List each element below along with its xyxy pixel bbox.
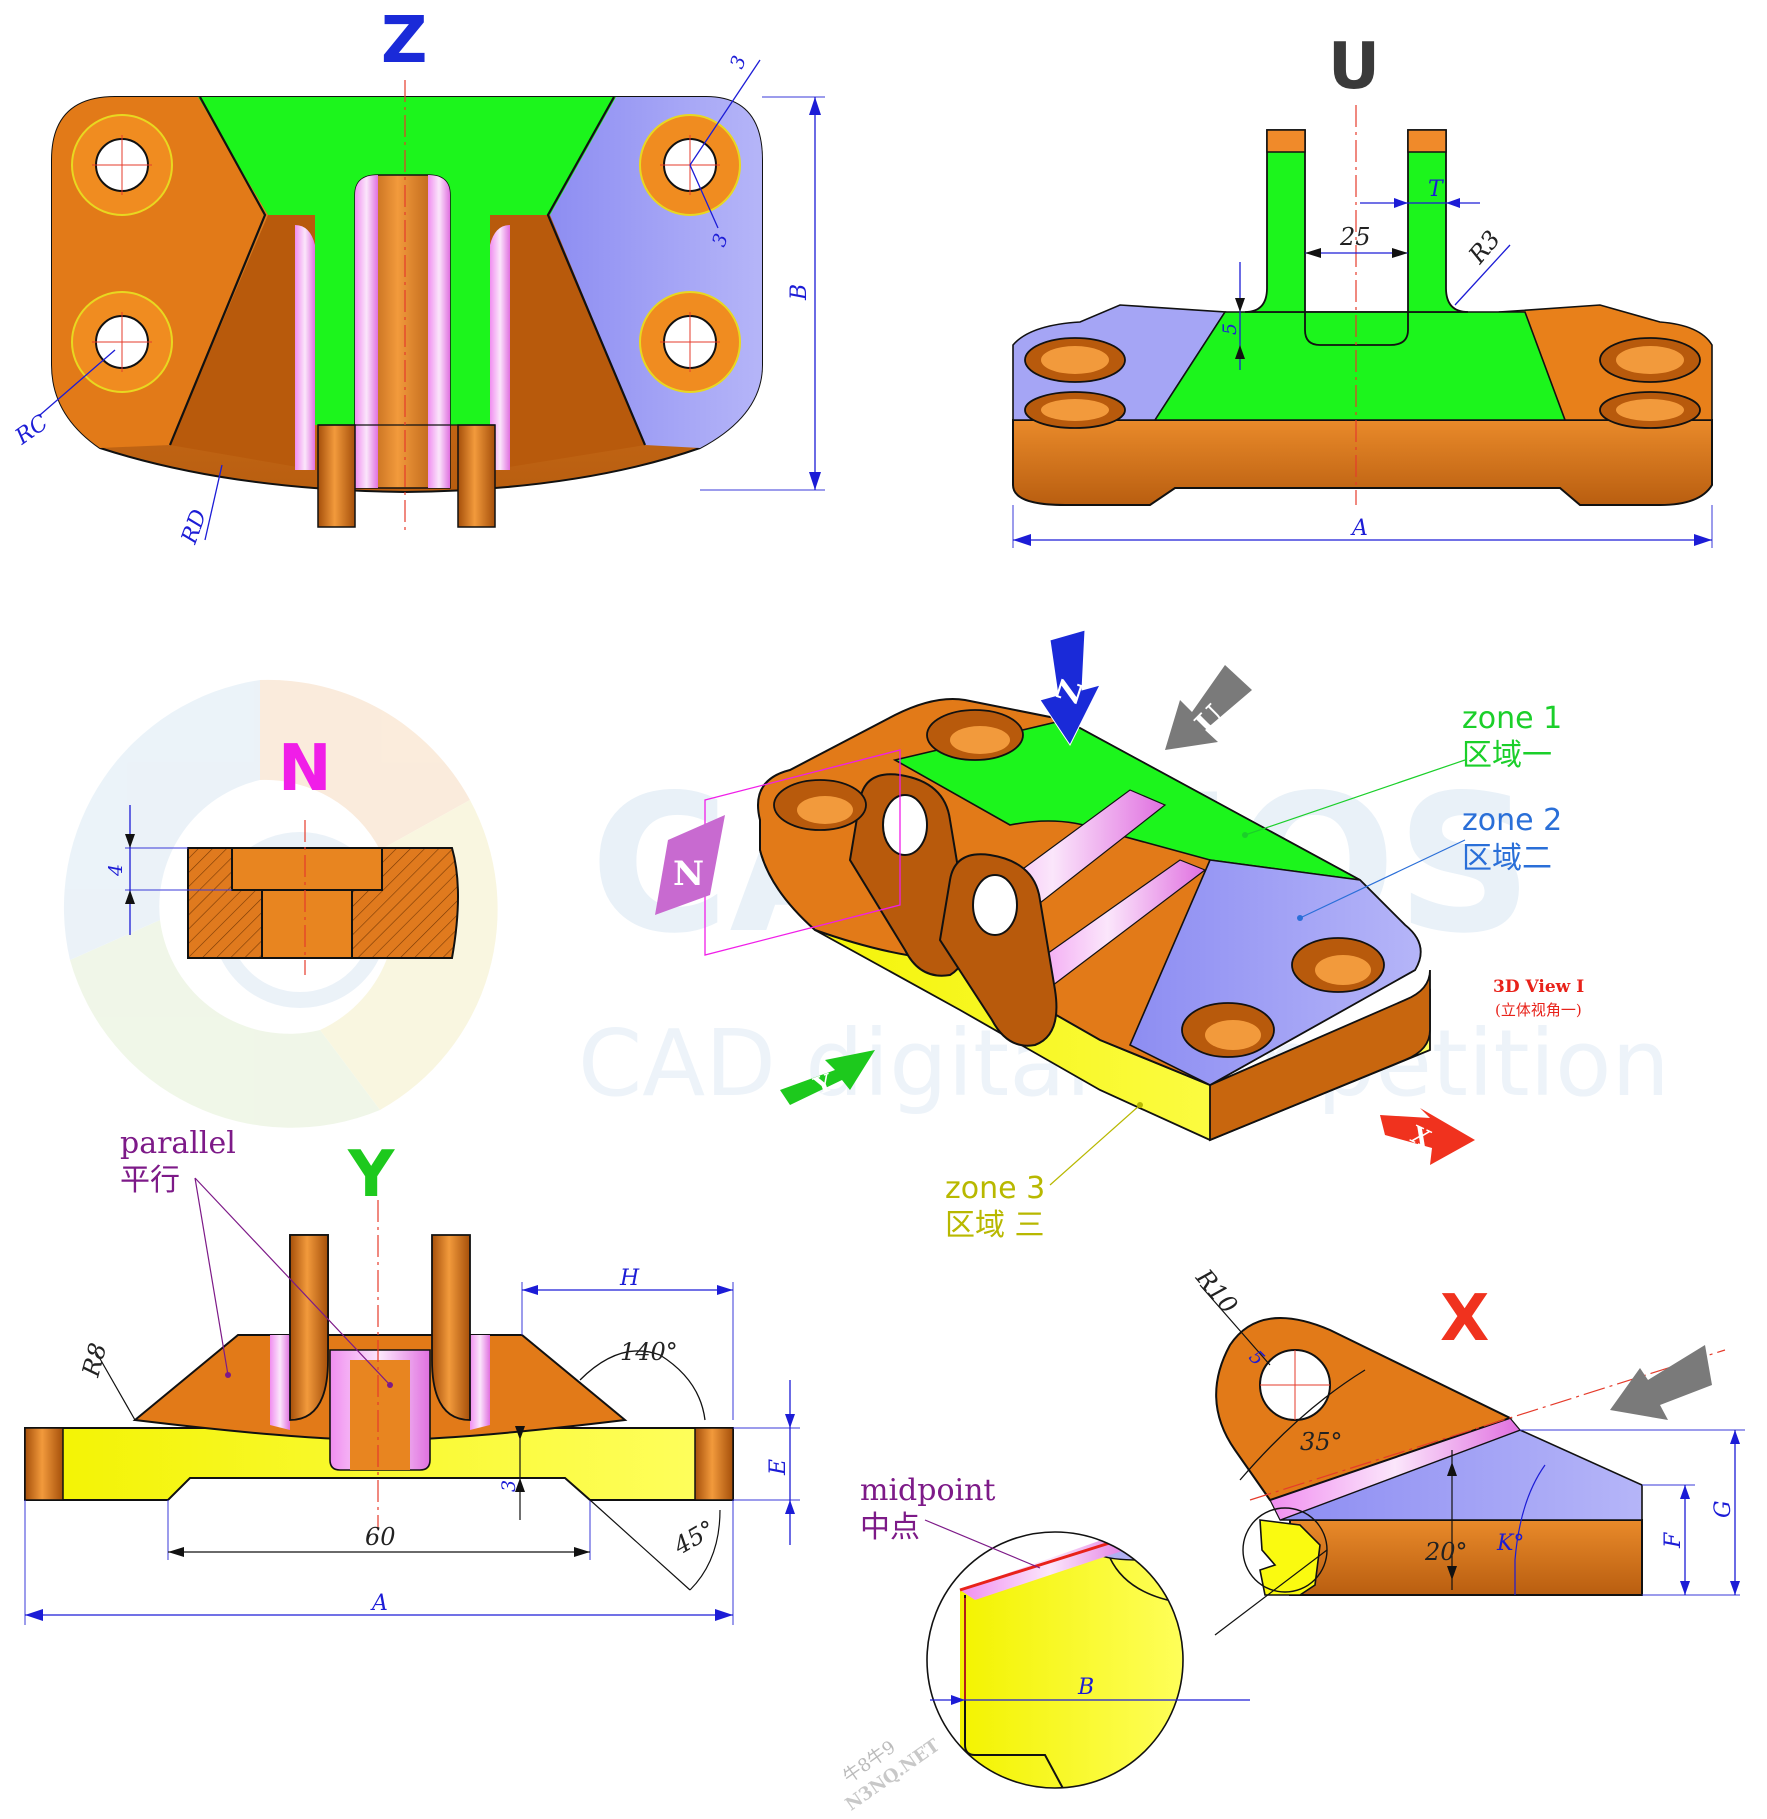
dim-z-hole-offset-1: 3 [726, 53, 751, 72]
zone-3-label-zh: 区域 三 [945, 1208, 1045, 1243]
dim-y-45: 45° [668, 1515, 720, 1561]
dim-z-rc: RC [10, 410, 53, 450]
dim-z-b: B [787, 284, 812, 301]
zone-2-label: zone 2 [1462, 803, 1562, 838]
view-x-label: X [1440, 1282, 1489, 1356]
site-stamp: 牛8牛9 N3NQ.NET [839, 1735, 944, 1816]
dim-y-60: 60 [365, 1523, 396, 1551]
iso-caption-title: 3D View I [1493, 977, 1584, 997]
dim-x-k: K° [1496, 1531, 1524, 1556]
view-x: X [860, 1263, 1745, 1789]
annot-parallel: parallel [120, 1126, 236, 1161]
zone-2-label-zh: 区域二 [1462, 841, 1552, 876]
dim-x-20: 20° [1424, 1538, 1468, 1566]
dim-u-5: 5 [1219, 323, 1241, 335]
zone-1-label-zh: 区域一 [1462, 738, 1552, 773]
detail-magnifier: B [926, 1531, 1250, 1789]
view-u-label: U [1328, 30, 1380, 104]
iso-caption-sub: (立体视角一) [1495, 1001, 1582, 1019]
annot-midpoint-zh: 中点 [860, 1510, 920, 1545]
dim-y-3: 3 [498, 1480, 520, 1492]
dim-y-140: 140° [620, 1338, 678, 1366]
view-y-label: Y [347, 1138, 395, 1212]
view-z: Z [10, 4, 825, 548]
arrow-u-icon: U [1165, 665, 1252, 750]
zone-1-label: zone 1 [1462, 701, 1562, 736]
view-u: U 25 T R3 5 A [1012, 30, 1713, 548]
dim-n-4: 4 [105, 864, 127, 877]
arrow-n-icon: N [655, 815, 725, 915]
dim-y-a: A [370, 1591, 388, 1616]
dim-x-b: B [1077, 1675, 1094, 1700]
dim-x-g: G [1711, 1500, 1736, 1518]
arrow-z-icon: Z [1039, 629, 1101, 746]
annot-parallel-zh: 平行 [120, 1163, 180, 1198]
dim-z-rd: RD [177, 506, 213, 548]
arrow-u-x-icon [1610, 1345, 1712, 1420]
dim-x-35: 35° [1300, 1428, 1343, 1456]
view-iso: Z U N Y X zone 1 区域一 zone 2 区域二 zone 3 区… [655, 629, 1584, 1243]
dim-x-f: F [1661, 1532, 1686, 1549]
arrow-n-label: N [673, 854, 704, 894]
dim-y-r8: R8 [76, 1340, 112, 1380]
dim-y-h: H [619, 1266, 640, 1291]
view-n: N 4 [105, 732, 459, 975]
dim-u-25: 25 [1339, 223, 1371, 251]
view-y: Y parallel 平行 H 140° R8 E [24, 1126, 800, 1625]
dim-u-a: A [1350, 516, 1368, 541]
dim-y-e: E [766, 1459, 791, 1476]
view-n-label: N [278, 732, 332, 806]
view-z-label: Z [381, 4, 427, 78]
dim-u-r3: R3 [1463, 225, 1507, 269]
zone-3-label: zone 3 [945, 1171, 1045, 1206]
dim-u-t: T [1428, 177, 1445, 202]
dim-x-r10: R10 [1190, 1263, 1243, 1319]
annot-midpoint: midpoint [860, 1473, 995, 1508]
view-z-holes [71, 114, 741, 393]
